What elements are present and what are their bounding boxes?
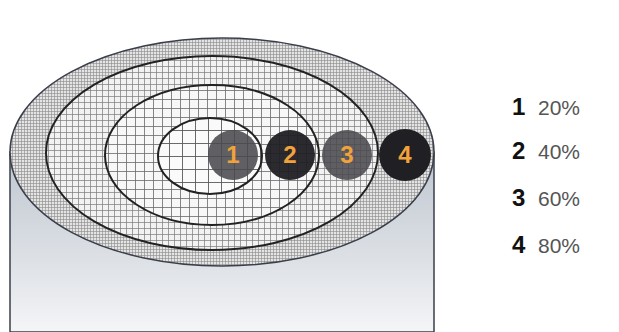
callout-number: 1 <box>208 130 258 180</box>
percentage-label: 20% <box>538 97 580 118</box>
callout-circle: 2 <box>265 130 315 180</box>
callout-circle: 1 <box>208 130 258 180</box>
callout-circle: 4 <box>379 129 431 181</box>
percentage-label: 40% <box>538 141 580 162</box>
callout-number: 2 <box>265 130 315 180</box>
callout-number: 4 <box>379 129 431 181</box>
percentage-label: 60% <box>538 188 580 209</box>
percentage-label: 80% <box>538 235 580 256</box>
legend-number: 1 <box>512 95 525 119</box>
callout-circle: 3 <box>322 130 372 180</box>
callout-number: 3 <box>322 130 372 180</box>
legend-number: 3 <box>512 186 525 210</box>
legend-number: 4 <box>512 233 525 257</box>
legend-number: 2 <box>512 139 525 163</box>
